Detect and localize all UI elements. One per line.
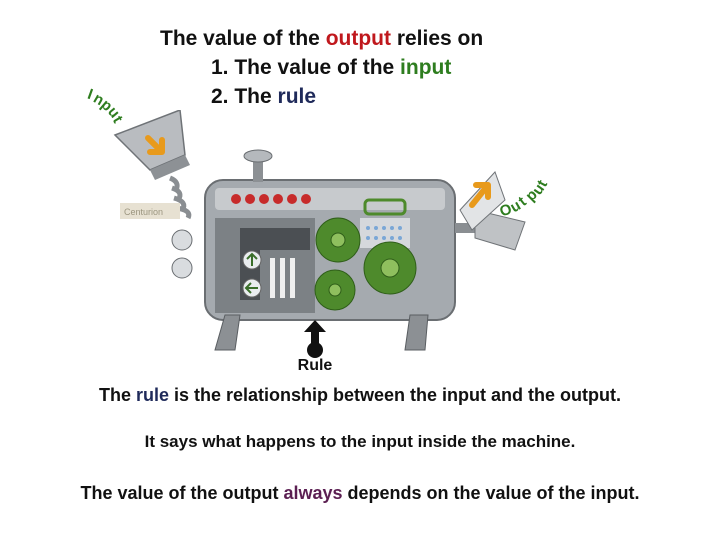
machine-legs [214,314,429,351]
title-line-2: 1. The value of the input [211,56,451,80]
brand-text: Centurion [124,207,163,217]
input-hopper [113,110,192,220]
title-output-word: output [325,27,391,50]
output-pipe [455,171,526,251]
left-button-icon [242,278,262,298]
rule-arrow-icon [304,320,326,358]
body-line-1: The rule is the relationship between the… [0,384,720,406]
body-text: The [98,385,136,405]
function-machine-illustration: Centurion [113,110,526,351]
machine-handle [363,198,407,216]
title-line-3: 2. The rule [211,85,316,109]
title-text: 1. The value of the [211,56,401,79]
title-text: 2. The [211,85,278,108]
title-input-word: input [400,56,452,79]
title-text: The value of the [160,27,326,50]
machine-top-panel [215,188,445,210]
gear-icon [363,241,417,295]
title-text: relies on [391,27,484,50]
gear-icon [315,217,361,263]
body-line-3: The value of the output always depends o… [0,482,720,504]
up-button-icon [242,250,262,270]
output-arrow-icon [469,182,491,208]
indicator-lights [231,194,311,204]
brand-label [120,203,180,219]
machine-top-knob [243,149,273,182]
body-text: The value of the output [80,483,284,503]
side-dial-icon [171,229,193,279]
body-line-2: It says what happens to the input inside… [144,432,576,451]
body-rule-word: rule [135,385,169,405]
title-rule-word: rule [277,85,317,108]
display-dots [366,226,402,240]
body-text: is the relationship between the input an… [169,385,622,405]
rule-label: Rule [297,357,333,374]
gear-icon [314,269,356,311]
title-line-1: The value of the output relies on [160,27,483,51]
body-always-word: always [283,483,343,503]
input-arrow-icon [145,135,165,155]
body-text: depends on the value of the input. [342,483,640,503]
machine-slots [270,258,295,298]
